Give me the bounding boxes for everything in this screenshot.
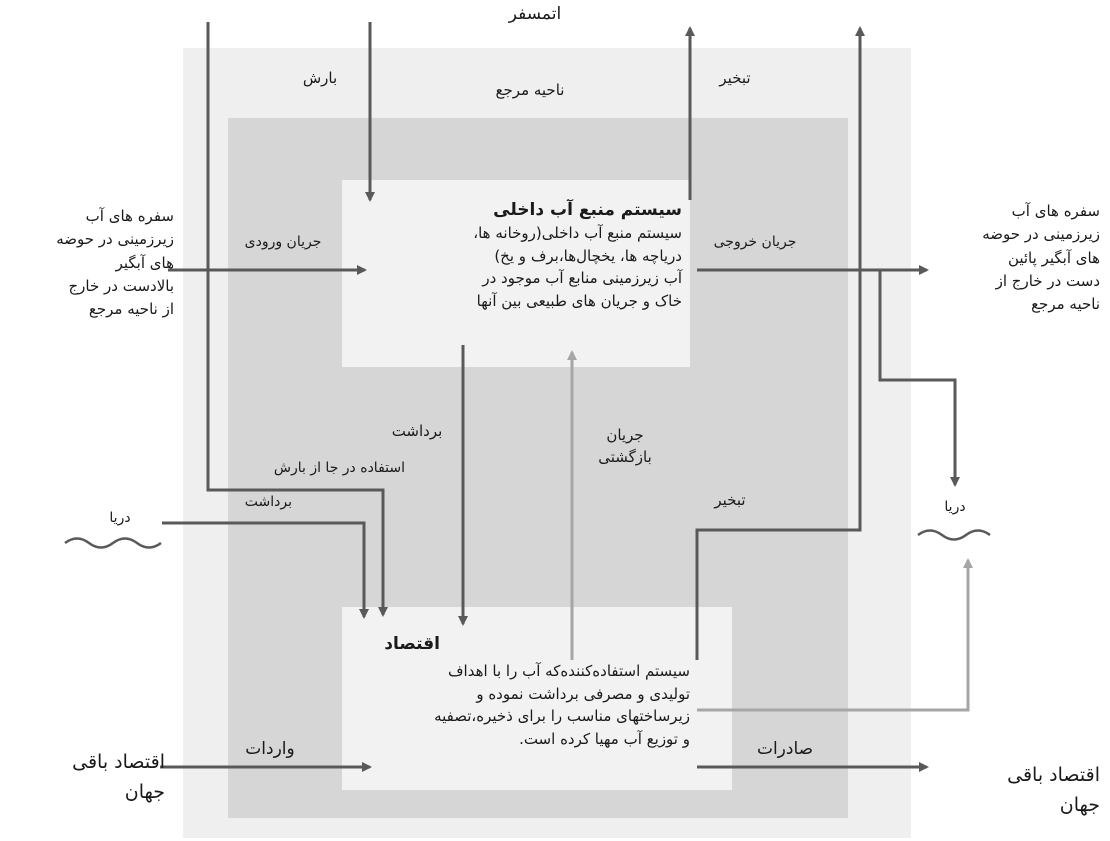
sea-left-label: دریا [109, 510, 131, 526]
rest-of-world-left-label: اقتصاد باقی جهان [72, 751, 165, 804]
evaporation-mid-label: تبخیر [714, 491, 746, 509]
downstream-aquifers-label: سفره های آب زیرزمینی در حوضه های آبگیر پ… [982, 202, 1100, 313]
imports-label: واردات [245, 739, 295, 759]
exports-label: صادرات [756, 739, 814, 759]
upstream-aquifers-label: سفره های آب زیرزمینی در حوضه های آبگیر ب… [56, 207, 174, 318]
atmosphere-label: اتمسفر [508, 4, 562, 24]
economy-body: سیستم استفاده‌کننده‌که آب را با اهداف تو… [434, 662, 690, 748]
inland-water-system-title: سیستم منبع آب داخلی [493, 200, 682, 220]
return-flow-label: جریان بازگشتی [598, 426, 652, 466]
outflow-label: جریان خروجی [713, 234, 797, 250]
inflow-label: جریان ورودی [244, 234, 322, 250]
inland-water-system-body: سیستم منبع آب داخلی(روخانه ها، دریاچه ها… [473, 224, 682, 310]
reference-region-label: ناحیه مرجع [495, 81, 565, 99]
rest-of-world-right-label: اقتصاد باقی جهان [1007, 764, 1100, 817]
sea-left-wave [64, 537, 162, 549]
economy-to-sea-arrow [697, 558, 973, 712]
inland-water-system-box [342, 180, 690, 367]
sea-left-arrow [162, 521, 369, 619]
in-situ-use-label: استفاده در جا از بارش [273, 460, 405, 476]
in-situ-use-arrow [206, 22, 388, 617]
abstraction-small-label: برداشت [244, 494, 292, 510]
sea-right-wave [917, 529, 991, 541]
sea-right-label: دریا [944, 499, 966, 515]
evaporation-mid-arrow [695, 26, 865, 660]
abstraction-label: برداشت [391, 422, 443, 440]
economy-title: اقتصاد [384, 634, 440, 654]
outflow-to-sea-arrow [878, 270, 960, 487]
economy-box [342, 607, 732, 790]
evaporation-top-label: تبخیر [719, 69, 751, 87]
precipitation-label: بارش [302, 69, 338, 87]
